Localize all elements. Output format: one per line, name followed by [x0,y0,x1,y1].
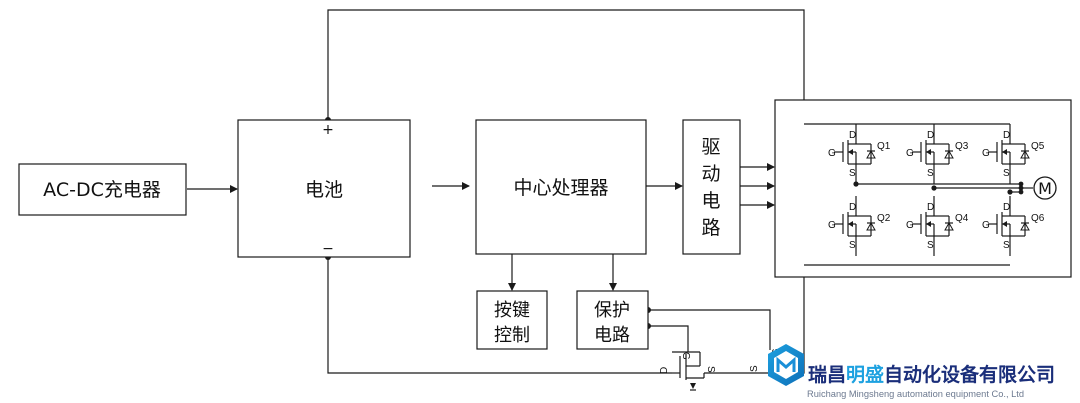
mosfet-pin-s: S [849,168,856,179]
mosfet-pin-g: G [828,220,836,231]
switch-pin-d: D [659,367,670,374]
switch-mosfet: D G S S G [659,348,782,391]
mosfet-pin-d: D [849,130,856,141]
keypad-label: 控制 [494,325,530,346]
battery-plus-label: + [322,122,334,138]
mosfet-label: Q4 [955,213,969,224]
mosfet-pin-s: S [1003,168,1010,179]
mosfet-label: Q2 [877,213,891,224]
mosfet-pin-d: D [927,202,934,213]
charger-block: AC-DC充电器 [18,163,187,216]
protect-block: 保护 电路 [576,290,649,350]
top-power-wire [327,9,805,120]
mosfet-pin-s: S [927,168,934,179]
mosfet-pin-g: G [906,148,914,159]
company-logo: 瑞昌明盛自动化设备有限公司 Ruichang Mingsheng automat… [768,344,1055,399]
mosfet-q5: D G S Q5 [982,124,1045,184]
mosfet-q4: D G S Q4 [906,196,969,256]
keypad-label: 按键 [494,300,530,321]
motor-label: M [1038,179,1052,198]
mosfet-pin-g: G [906,220,914,231]
logo-cn-text: 瑞昌明盛自动化设备有限公司 [808,363,1055,386]
switch-pin-s-out: S [749,365,760,372]
mosfet-label: Q1 [877,141,891,152]
keypad-block: 按键 控制 [476,290,548,350]
mosfet-q1: D G S Q1 [828,124,891,184]
mosfet-label: Q5 [1031,141,1045,152]
charger-label: AC-DC充电器 [43,179,161,201]
junction-dot [1018,181,1024,187]
mosfet-q2: D G S Q2 [828,196,891,256]
driver-label: 电 [701,190,720,212]
switch-pin-s: S [705,366,716,373]
mosfet-pin-s: S [849,240,856,251]
junction-dot [1007,189,1013,195]
mosfet-pin-d: D [1003,202,1010,213]
mosfet-pin-g: G [982,220,990,231]
battery-label: 电池 [305,179,343,201]
mosfet-pin-s: S [927,240,934,251]
driver-block: 驱 动 电 路 [682,119,741,255]
mosfet-q6: D G S Q6 [982,196,1045,256]
mosfet-pin-g: G [828,148,836,159]
battery-block: 电池 + − [237,119,411,258]
bottom-return-wire [327,257,672,374]
junction-dot [1018,189,1024,195]
mosfet-label: Q3 [955,141,969,152]
driver-label: 动 [701,163,720,185]
logo-en-text: Ruichang Mingsheng automation equipment … [807,389,1024,399]
logo-mark-icon [768,344,804,386]
mosfet-label: Q6 [1031,213,1045,224]
mosfet-pin-s: S [1003,240,1010,251]
protect-gate-wire [648,325,689,352]
mosfet-pin-d: D [1003,130,1010,141]
mosfet-pin-g: G [982,148,990,159]
motor: M [1033,176,1057,200]
protect-label: 保护 [594,300,630,321]
switch-pin-g: G [680,352,691,360]
driver-label: 路 [701,217,720,239]
battery-minus-label: − [322,241,334,257]
protect-label: 电路 [594,325,630,346]
cpu-label: 中心处理器 [513,177,608,199]
protect-sense-wire [648,309,771,350]
mosfet-pin-d: D [927,130,934,141]
mosfet-pin-d: D [849,202,856,213]
junction-dot [931,185,937,191]
wires [187,9,805,374]
mosfet-q3: D G S Q3 [906,124,969,184]
driver-label: 驱 [701,136,720,158]
cpu-block: 中心处理器 [475,119,647,255]
